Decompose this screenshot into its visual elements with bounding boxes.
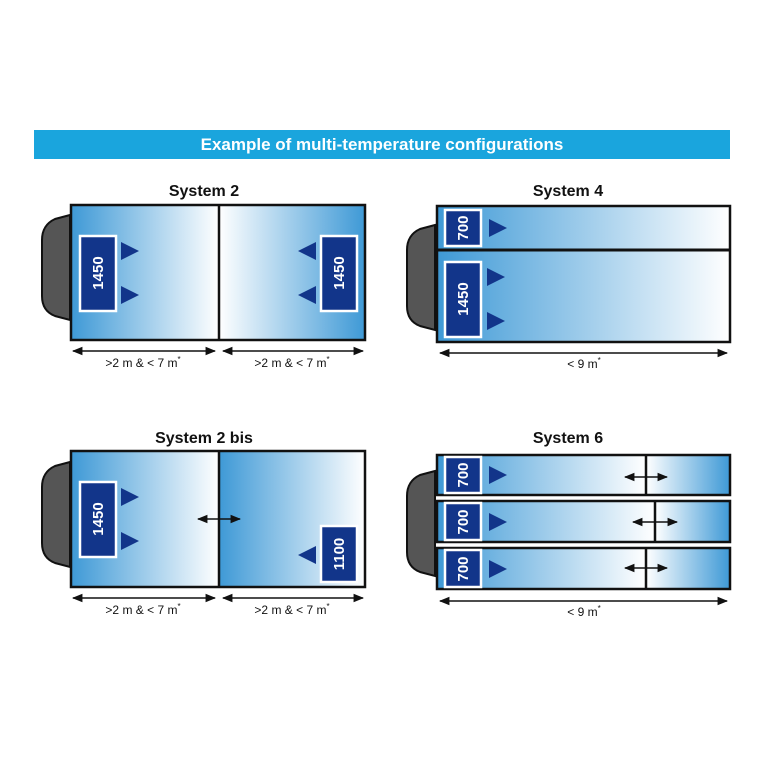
unit-box	[78, 234, 118, 313]
unit-box	[443, 260, 483, 339]
dimension-label: >2 m & < 7 m*	[105, 602, 180, 617]
unit-box	[443, 501, 483, 542]
unit-label: 1450	[331, 256, 348, 289]
truck-cab	[41, 213, 71, 322]
airflow-arrow	[487, 312, 505, 330]
unit-label: 700	[455, 556, 472, 581]
dimension-label: >2 m & < 7 m*	[254, 355, 329, 370]
airflow-arrow	[489, 219, 507, 237]
airflow-arrow	[489, 513, 507, 531]
system-4-diagram: 700 1450 < 9 m*	[406, 204, 732, 371]
unit-box	[443, 548, 483, 589]
compartment	[646, 455, 730, 495]
system-6-title: System 6	[532, 430, 604, 447]
unit-label: 1450	[90, 256, 107, 289]
system-2bis-title: System 2 bis	[155, 430, 253, 447]
unit-label: 700	[455, 509, 472, 534]
unit-box	[319, 234, 359, 313]
unit-label: 1450	[90, 502, 107, 535]
banner-title: Example of multi-temperature configurati…	[34, 130, 730, 159]
unit-label: 1100	[331, 538, 348, 571]
compartment-outline	[435, 499, 732, 544]
unit-label: 1450	[455, 282, 472, 315]
airflow-arrow	[121, 242, 139, 260]
unit-label: 700	[455, 215, 472, 240]
truck-cab	[41, 460, 71, 569]
airflow-arrow	[298, 286, 316, 304]
compartment-1	[437, 206, 730, 249]
unit-label: 700	[455, 462, 472, 487]
trailer-outline	[435, 204, 732, 344]
airflow-arrow	[489, 466, 507, 484]
dimension-label: < 9 m*	[567, 356, 600, 371]
compartment-outline	[435, 546, 732, 591]
unit-box	[78, 480, 118, 559]
unit-box	[443, 455, 483, 495]
compartment-2	[437, 251, 730, 342]
unit-box	[319, 524, 359, 584]
compartment-outline	[435, 453, 732, 497]
dimension-label: >2 m & < 7 m*	[105, 355, 180, 370]
system-2-title: System 2	[168, 183, 240, 200]
airflow-arrow	[298, 546, 316, 564]
truck-cab	[406, 469, 436, 578]
dimension-label: < 9 m*	[567, 604, 600, 619]
airflow-arrow	[121, 488, 139, 506]
airflow-arrow	[121, 286, 139, 304]
dimension-label: >2 m & < 7 m*	[254, 602, 329, 617]
airflow-arrow	[487, 268, 505, 286]
system-2bis-diagram: 1450 1100 >2 m & < 7 m* >2 m & < 7 m*	[41, 449, 367, 617]
airflow-arrow	[298, 242, 316, 260]
system-2-diagram: 1450 1450 >2 m & < 7 m* >2 m & < 7 m*	[41, 203, 367, 370]
system-4-title: System 4	[532, 183, 604, 200]
truck-cab	[406, 223, 436, 332]
airflow-arrow	[121, 532, 139, 550]
system-6-diagram: 700 700 700 < 9 m*	[406, 453, 732, 619]
unit-box	[443, 208, 483, 248]
airflow-arrow	[489, 560, 507, 578]
